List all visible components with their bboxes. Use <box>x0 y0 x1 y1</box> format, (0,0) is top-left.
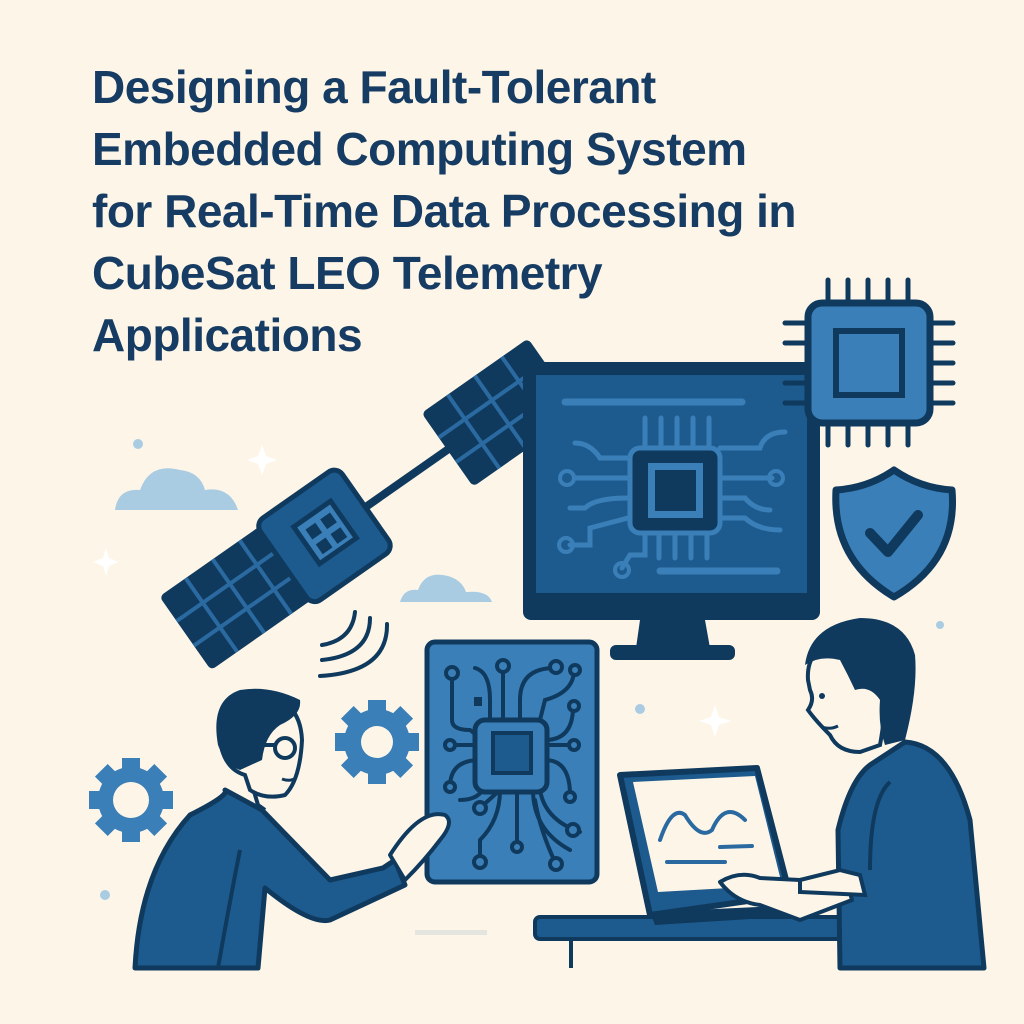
monitor-icon <box>523 362 820 660</box>
desk-icon <box>415 915 852 968</box>
microchip-icon <box>782 277 956 448</box>
engineer-at-laptop-avatar <box>718 618 987 971</box>
engineer-with-glasses-avatar <box>132 688 451 971</box>
gear-icon <box>89 758 173 842</box>
gear-icon <box>335 700 419 784</box>
sparkle-icon <box>699 705 731 737</box>
page-title: Designing a Fault-Tolerant Embedded Comp… <box>92 56 992 366</box>
sparkle-icon <box>247 445 277 475</box>
title-line-2: Embedded Computing System <box>92 123 747 175</box>
title-line-3: for Real-Time Data Processing in <box>92 185 797 237</box>
dot-icon <box>100 890 110 900</box>
sparkle-icon <box>93 548 119 576</box>
title-line-5: Applications <box>92 309 363 361</box>
title-line-1: Designing a Fault-Tolerant <box>92 61 656 113</box>
cloud-icon <box>400 574 492 602</box>
shield-check-icon <box>832 466 957 601</box>
dot-icon <box>133 439 143 449</box>
circuit-board-icon <box>424 639 600 885</box>
dot-icon <box>635 704 645 714</box>
dot-icon <box>936 621 944 629</box>
cloud-icon <box>115 468 238 510</box>
title-line-4: CubeSat LEO Telemetry <box>92 247 603 299</box>
